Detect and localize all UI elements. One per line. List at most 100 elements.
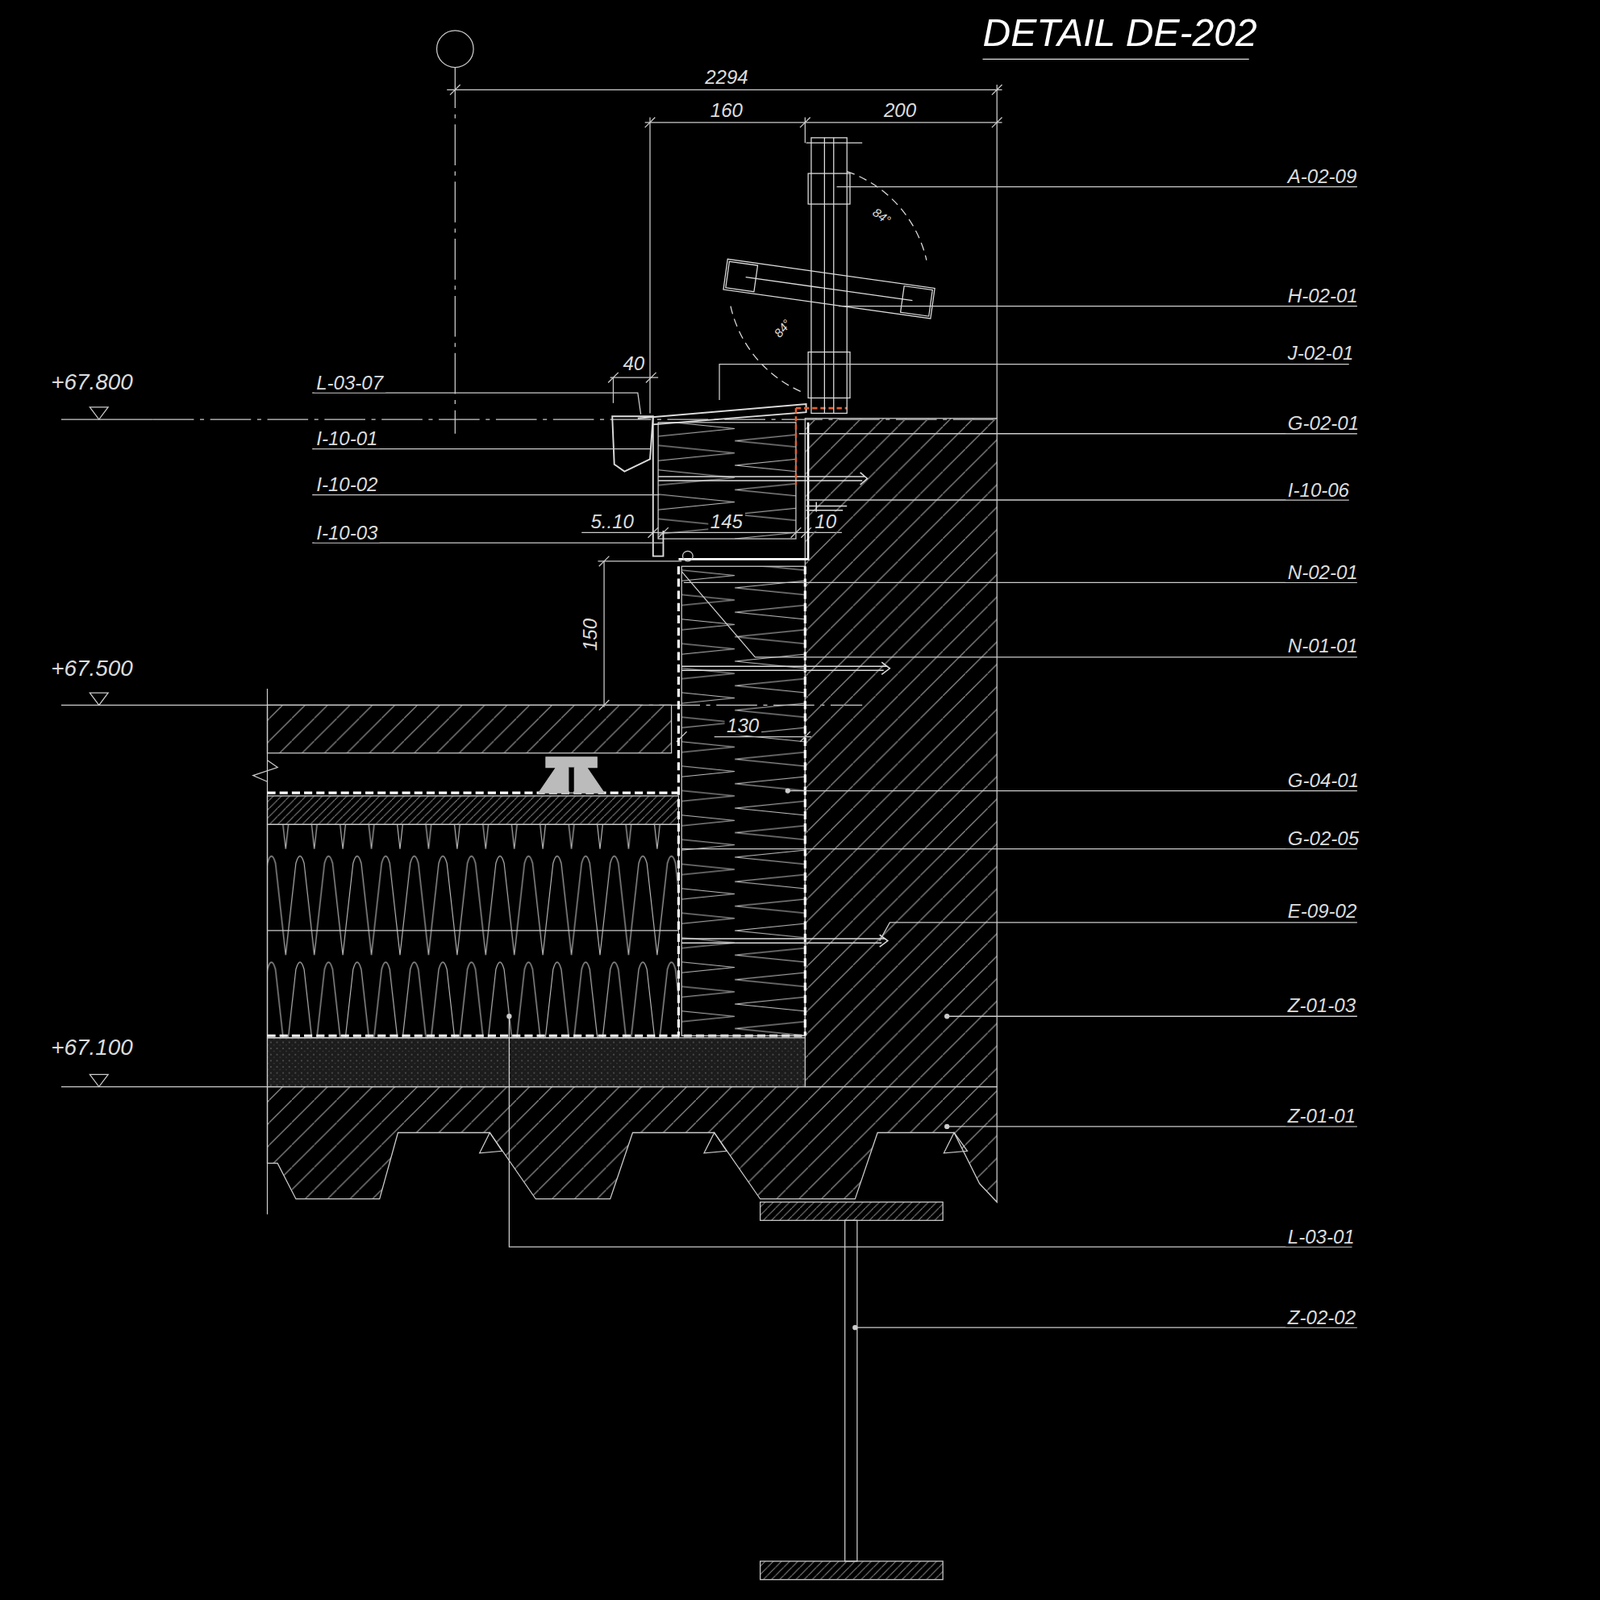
leader-lines-part [838, 305, 1358, 307]
dimension: 160 [708, 100, 745, 121]
window-frame-part [806, 142, 863, 144]
leader-lines-part [312, 542, 663, 544]
roof-build-up-part [267, 791, 680, 795]
part-code: L-03-07 [314, 372, 386, 392]
dimension: 10 [812, 512, 839, 532]
part-code: Z-02-02 [1285, 1307, 1358, 1327]
roof-build-up-part [267, 704, 672, 753]
flashing-part [795, 407, 847, 410]
leader-lines-part [719, 364, 1350, 400]
part-code: G-04-01 [1285, 770, 1361, 791]
part-code: G-02-05 [1285, 829, 1361, 849]
leader-lines-part [837, 186, 1358, 188]
grid-axis-part [437, 30, 475, 68]
window-frame-part [723, 258, 935, 319]
anchors-part [681, 934, 888, 947]
window-frame [723, 137, 935, 414]
dimension-lines-part [597, 560, 682, 562]
dimension: 5..10 [588, 512, 637, 532]
dimension-lines-part [603, 561, 605, 708]
part-code: E-09-02 [1285, 901, 1359, 921]
anchors-part [681, 662, 890, 675]
concrete-structure-part [253, 760, 278, 783]
steel-beam [760, 1202, 943, 1580]
dimension-lines-part [446, 89, 1002, 91]
concrete-structure-part [479, 1132, 968, 1153]
leader-lines-part [945, 1124, 950, 1129]
title-underline [982, 58, 1249, 60]
part-code: N-01-01 [1285, 636, 1360, 656]
dimension: 40 [620, 353, 647, 373]
part-code: I-10-03 [314, 522, 380, 542]
leader-lines-part [945, 1014, 950, 1019]
part-code: I-10-02 [314, 475, 380, 495]
roof-build-up-part [267, 795, 680, 825]
roof-build-up-part [267, 929, 680, 931]
dimension: 2294 [703, 67, 751, 88]
leader-lines-part [879, 922, 1358, 942]
level-mark: +67.500 [49, 657, 135, 680]
part-code: I-10-01 [314, 429, 380, 449]
part-code: Z-01-03 [1285, 995, 1358, 1015]
leader-lines-part [853, 1325, 858, 1330]
anchors [658, 472, 890, 947]
leader-lines-part [312, 448, 651, 450]
roof-build-up-part [267, 1037, 806, 1088]
part-code: A-02-09 [1285, 166, 1359, 187]
part-code: N-02-01 [1285, 562, 1360, 583]
level-marks-part [61, 418, 154, 420]
dimension: 200 [881, 100, 918, 121]
level-marks-part [89, 1074, 109, 1087]
parapet-insulation-part [678, 422, 809, 560]
part-code: Z-01-01 [1285, 1106, 1358, 1126]
leader-lines-part [312, 392, 641, 415]
dimension-lines-part [645, 117, 1003, 129]
leader-lines [312, 187, 1358, 1330]
flashing-part [653, 416, 664, 556]
leader-lines-part [508, 1016, 1352, 1247]
leader-lines-part [681, 848, 1358, 850]
window-frame-part [824, 137, 825, 414]
part-code: G-02-01 [1285, 413, 1361, 434]
window-frame-part [808, 352, 850, 399]
flashing-part [795, 408, 798, 485]
dimension-lines-part [645, 121, 1003, 123]
window-frame-part [846, 171, 927, 261]
dimension-lines-part [608, 372, 656, 384]
flashing [612, 404, 847, 557]
angle-label: 84° [868, 204, 895, 229]
leader-lines-part [785, 788, 790, 793]
window-frame-part [730, 306, 805, 394]
steel-beam-part [845, 1220, 858, 1562]
window-frame-part [808, 173, 850, 205]
window-frame-part-part [725, 261, 759, 292]
leader-lines-part [507, 1014, 512, 1019]
leader-lines-part [312, 494, 659, 496]
leader-lines-part [946, 1125, 1358, 1127]
dimension-lines-part [996, 84, 998, 419]
leader-lines-part [681, 571, 1358, 658]
dimension-lines-part [612, 377, 614, 404]
part-code: L-03-01 [1285, 1227, 1357, 1247]
leader-lines-part [683, 582, 1358, 584]
parapet-insulation-part [681, 566, 805, 1036]
level-marks [61, 407, 1000, 1088]
dimension-lines-part [804, 117, 806, 144]
drawing-title: DETAIL DE-202 [980, 12, 1259, 52]
window-frame-part-part [745, 277, 913, 301]
dimension: 150 [579, 616, 600, 653]
roof-build-up-part [538, 757, 605, 793]
level-marks-part [89, 407, 109, 420]
steel-beam-part [760, 1202, 943, 1221]
concrete-structure-part [804, 418, 997, 1088]
title-underline-part [982, 58, 1249, 60]
part-code: I-10-06 [1285, 479, 1351, 500]
window-frame-part-part [900, 286, 934, 317]
leader-lines-part [854, 1327, 1358, 1329]
grid-axis [437, 30, 475, 434]
grid-axis-part [454, 67, 456, 434]
anchors-part [658, 472, 867, 485]
flashing-part [637, 404, 807, 425]
level-marks-part [89, 692, 109, 705]
